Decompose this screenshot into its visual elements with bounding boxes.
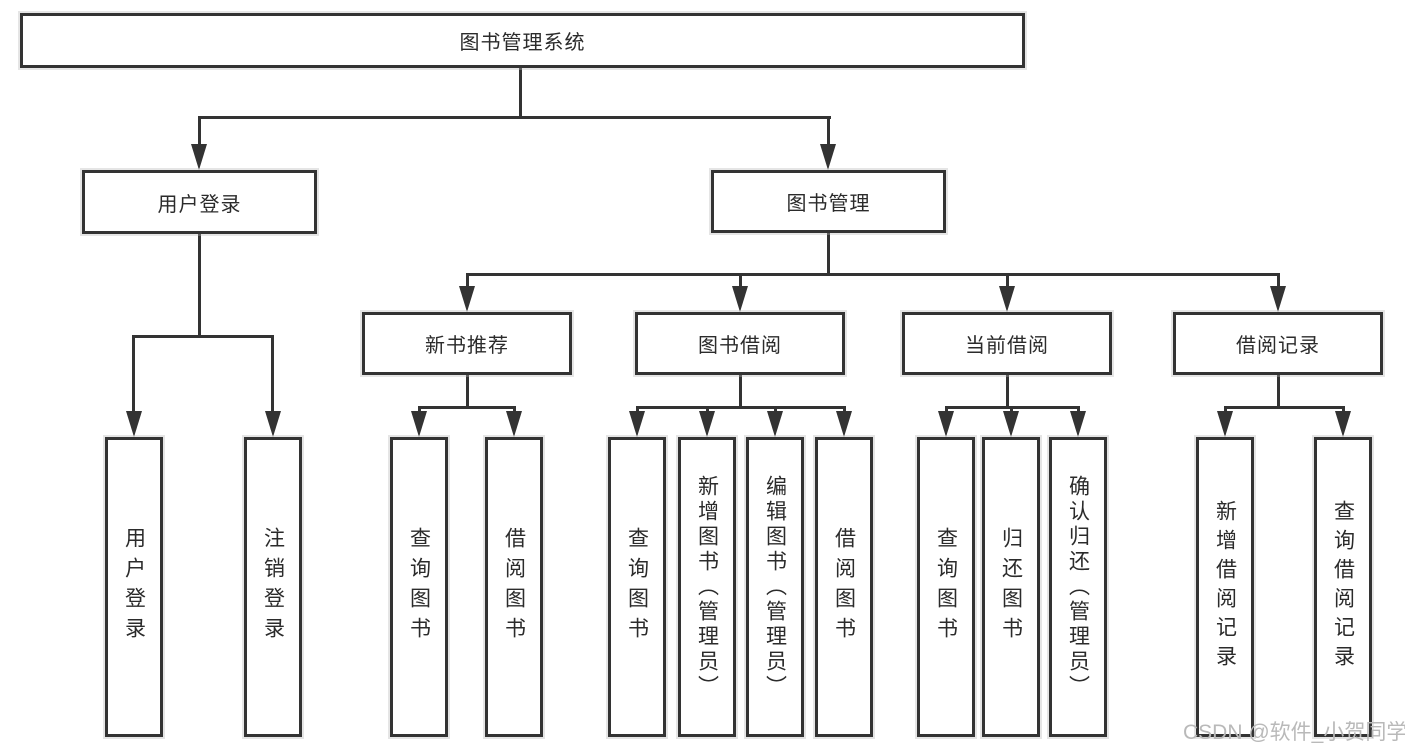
node-leaf-user-login: 用户登录 — [105, 437, 163, 737]
arrow-down-icon — [1217, 411, 1233, 437]
connector-drop — [1077, 406, 1080, 414]
node-leaf-confirm-return-admin: 确认归还（管理员） — [1049, 437, 1107, 737]
arrow-down-icon — [820, 144, 836, 170]
connector-drop — [132, 335, 135, 415]
leaf-label: 查询图书 — [625, 527, 649, 647]
arrow-down-icon — [938, 411, 954, 437]
connector-drop — [706, 406, 709, 414]
connector-drop — [513, 406, 516, 414]
arrow-down-icon — [506, 411, 522, 437]
arrow-down-icon — [1003, 411, 1019, 437]
node-leaf-add-borrow-record: 新增借阅记录 — [1196, 437, 1254, 737]
node-borrow-records-label: 借阅记录 — [1236, 335, 1320, 357]
connector-drop — [636, 406, 639, 414]
connector-mgmt-stem — [827, 233, 830, 273]
connector-stem — [1277, 375, 1280, 406]
leaf-label: 归还图书 — [999, 527, 1023, 647]
leaf-label: 新增图书（管理员） — [695, 474, 719, 700]
arrow-down-icon — [1070, 411, 1086, 437]
connector-user-stem — [198, 234, 201, 335]
connector-stem — [1006, 375, 1009, 406]
connector-l2-right-drop — [827, 116, 830, 148]
connector-l2-left-drop — [198, 116, 201, 148]
node-user-login-label: 用户登录 — [157, 193, 242, 216]
node-leaf-logout: 注销登录 — [244, 437, 302, 737]
arrow-down-icon — [767, 411, 783, 437]
connector-drop — [1224, 406, 1227, 414]
node-root-label: 图书管理系统 — [459, 32, 586, 54]
node-new-book-recommend-label: 新书推荐 — [425, 335, 509, 357]
arrow-down-icon — [126, 411, 142, 437]
leaf-label: 用户登录 — [122, 527, 146, 647]
connector-horizontal — [636, 406, 845, 409]
leaf-label: 借阅图书 — [832, 527, 856, 647]
connector-drop — [843, 406, 846, 414]
connector-drop — [739, 273, 742, 289]
connector-drop — [1277, 273, 1280, 289]
node-book-borrow-label: 图书借阅 — [698, 335, 782, 357]
node-leaf-query-books-1: 查询图书 — [390, 437, 448, 737]
connector-drop — [1006, 273, 1009, 289]
connector-stem — [466, 375, 469, 406]
arrow-down-icon — [999, 286, 1015, 312]
arrow-down-icon — [1270, 286, 1286, 312]
node-current-borrow: 当前借阅 — [902, 312, 1112, 375]
arrow-down-icon — [459, 286, 475, 312]
leaf-label: 查询借阅记录 — [1331, 500, 1355, 674]
connector-stem — [739, 375, 742, 406]
connector-l2-horizontal — [198, 116, 831, 119]
csdn-watermark: CSDN @软件_小贺同学 — [1183, 721, 1405, 744]
arrow-down-icon — [1335, 411, 1351, 437]
node-book-management: 图书管理 — [711, 170, 946, 233]
node-leaf-borrow-books-2: 借阅图书 — [815, 437, 873, 737]
leaf-label: 新增借阅记录 — [1213, 500, 1237, 674]
node-leaf-add-books-admin: 新增图书（管理员） — [678, 437, 736, 737]
arrow-down-icon — [629, 411, 645, 437]
arrow-down-icon — [265, 411, 281, 437]
connector-drop — [1010, 406, 1013, 414]
connector-drop — [1342, 406, 1345, 414]
node-leaf-return-books: 归还图书 — [982, 437, 1040, 737]
node-book-borrow: 图书借阅 — [635, 312, 845, 375]
connector-horizontal — [1224, 406, 1344, 409]
connector-root-stem — [519, 68, 522, 116]
leaf-label: 注销登录 — [261, 527, 285, 647]
node-current-borrow-label: 当前借阅 — [965, 335, 1049, 357]
leaf-label: 编辑图书（管理员） — [763, 474, 787, 700]
node-user-login: 用户登录 — [82, 170, 317, 234]
node-leaf-borrow-books-1: 借阅图书 — [485, 437, 543, 737]
node-leaf-query-borrow-record: 查询借阅记录 — [1314, 437, 1372, 737]
leaf-label: 确认归还（管理员） — [1066, 474, 1090, 700]
node-leaf-query-books-2: 查询图书 — [608, 437, 666, 737]
connector-drop — [945, 406, 948, 414]
leaf-label: 借阅图书 — [502, 527, 526, 647]
leaf-label: 查询图书 — [934, 527, 958, 647]
arrow-down-icon — [732, 286, 748, 312]
node-borrow-records: 借阅记录 — [1173, 312, 1383, 375]
node-leaf-edit-books-admin: 编辑图书（管理员） — [746, 437, 804, 737]
connector-l3-horizontal — [466, 273, 1280, 276]
connector-drop — [418, 406, 421, 414]
node-book-management-label: 图书管理 — [786, 193, 871, 215]
arrow-down-icon — [836, 411, 852, 437]
arrow-down-icon — [699, 411, 715, 437]
connector-user-horizontal — [132, 335, 274, 338]
connector-drop — [774, 406, 777, 414]
connector-drop — [271, 335, 274, 415]
arrow-down-icon — [411, 411, 427, 437]
arrow-down-icon — [191, 144, 207, 170]
node-new-book-recommend: 新书推荐 — [362, 312, 572, 375]
connector-horizontal — [418, 406, 516, 409]
leaf-label: 查询图书 — [407, 527, 431, 647]
node-root: 图书管理系统 — [20, 13, 1025, 68]
node-leaf-query-books-3: 查询图书 — [917, 437, 975, 737]
connector-drop — [466, 273, 469, 289]
